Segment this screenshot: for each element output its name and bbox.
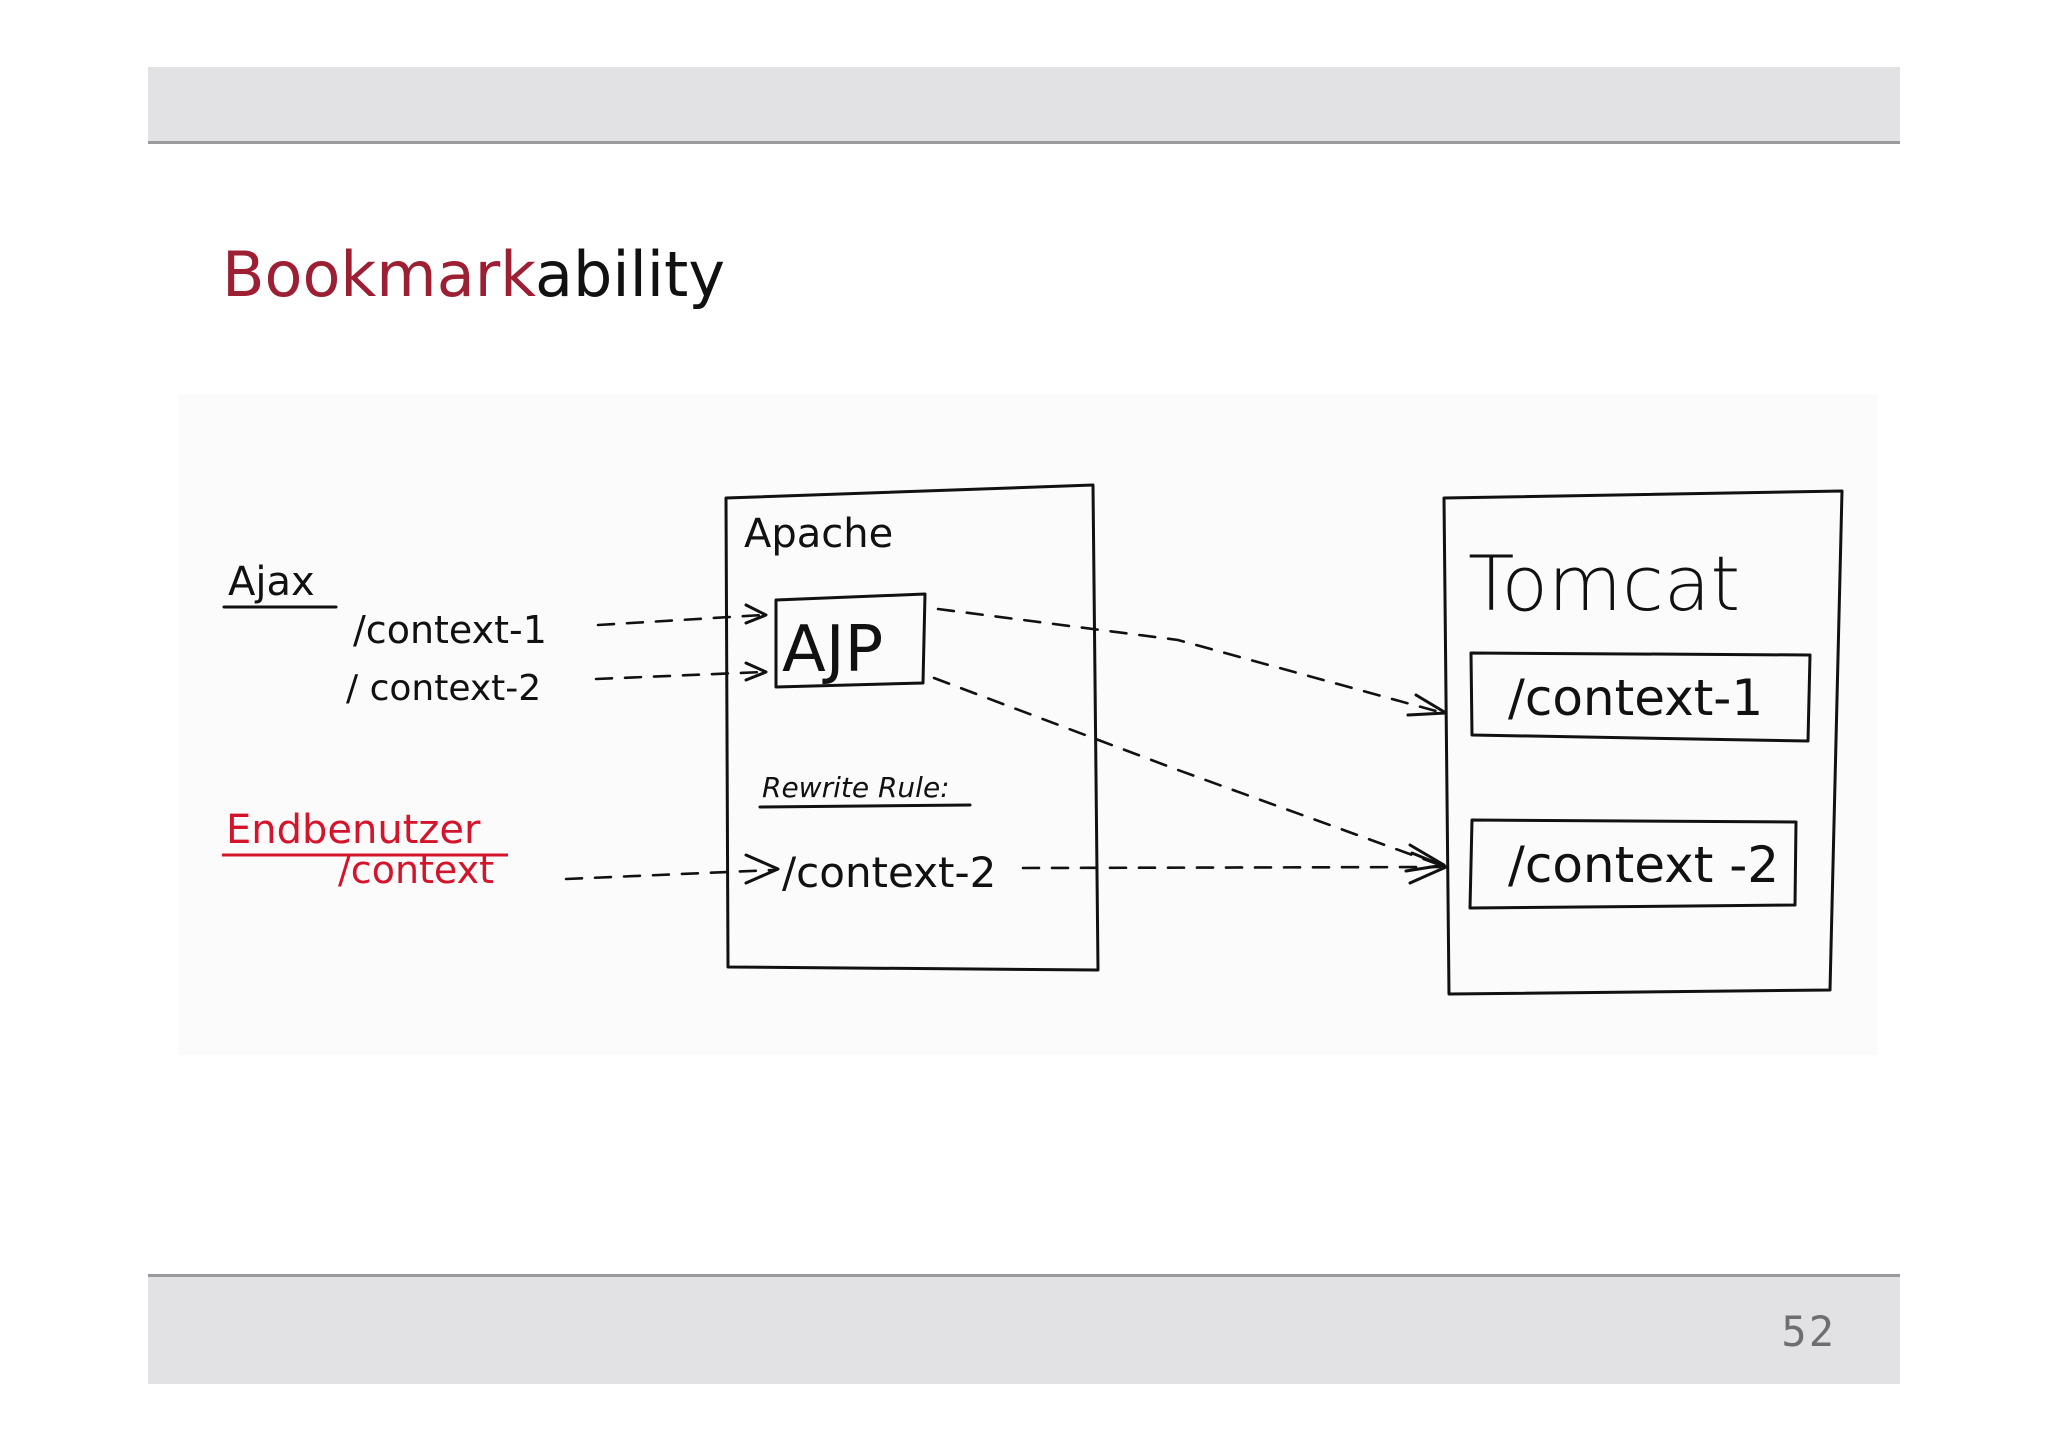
tomcat-context-1: /context-1 [1508, 669, 1763, 727]
title-rest: ability [535, 238, 726, 311]
tomcat-context-2: /context -2 [1508, 836, 1779, 894]
architecture-diagram: Ajax /context-1 / context-2 Endbenutzer … [178, 395, 1878, 1055]
slide-footer-bar: 52 [148, 1274, 1900, 1384]
tomcat-context-1-box [1469, 651, 1812, 743]
enduser-context: /context [338, 848, 494, 892]
page-number: 52 [1781, 1307, 1836, 1356]
arrowhead-rewrite [744, 853, 780, 885]
arrowhead-tomcat-context-1 [1406, 693, 1448, 717]
slide-header-bar [148, 67, 1900, 144]
apache-box [724, 483, 1100, 972]
tomcat-box [1442, 489, 1844, 996]
tomcat-context-2-box [1468, 818, 1798, 910]
ajp-box [774, 592, 927, 689]
tomcat-label: Tomcat [1468, 539, 1740, 628]
arrow-rewrite-to-tomcat-context-2 [1021, 865, 1442, 870]
slide-title: Bookmarkability [222, 238, 725, 311]
arrowhead-ajax-context-2 [744, 661, 768, 682]
enduser-label: Endbenutzer [226, 807, 481, 853]
rewrite-target: /context-2 [782, 848, 996, 897]
arrow-ajax-context-1-to-ajp [596, 613, 765, 627]
ajax-context-1: /context-1 [353, 608, 547, 652]
ajax-context-2: / context-2 [346, 668, 541, 709]
arrow-enduser-to-rewrite [564, 868, 776, 881]
arrowhead-ajax-context-1 [744, 603, 768, 625]
arrow-ajp-to-tomcat-context-2 [932, 676, 1442, 867]
apache-label: Apache [744, 511, 893, 557]
arrow-ajp-to-tomcat-context-1 [936, 607, 1445, 715]
rewrite-underline [758, 803, 972, 809]
ajax-label: Ajax [228, 559, 315, 605]
ajp-label: AJP [782, 613, 883, 687]
arrowhead-tomcat-context-2-from-rewrite [1408, 851, 1448, 885]
arrow-ajax-context-2-to-ajp [594, 670, 765, 681]
rewrite-rule-label: Rewrite Rule: [762, 771, 950, 804]
title-accent: Bookmark [222, 238, 535, 311]
